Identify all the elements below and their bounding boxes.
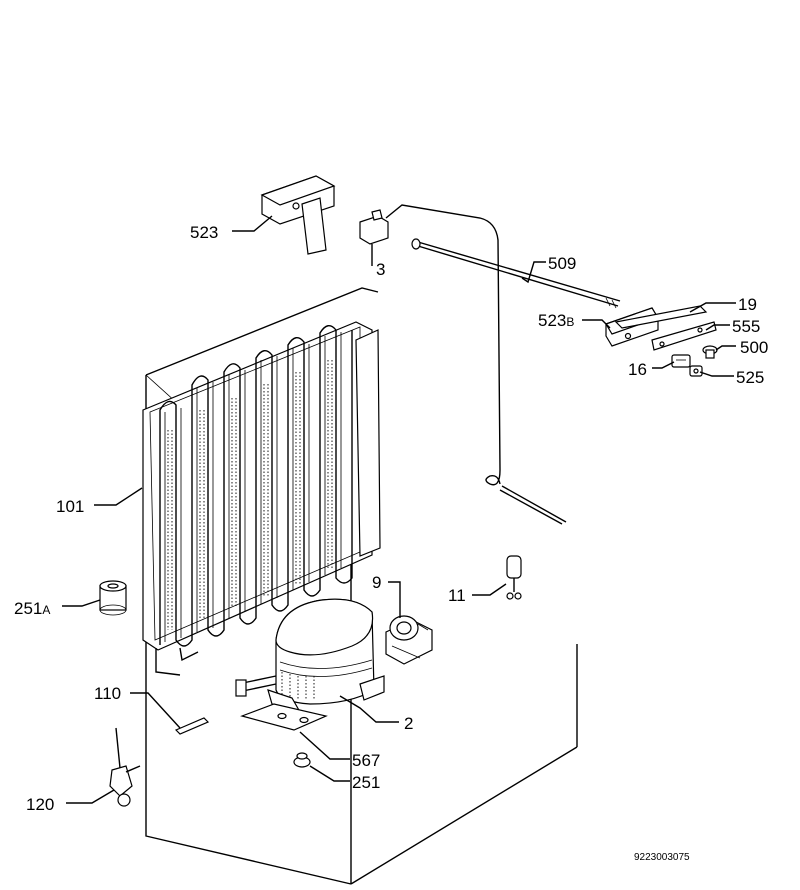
part-523b-bracket xyxy=(605,307,659,347)
callout-251a-suffix: A xyxy=(42,603,50,617)
callout-567: 567 xyxy=(352,751,380,770)
callout-500: 500 xyxy=(740,338,768,357)
callout-3: 3 xyxy=(376,260,385,279)
part-500-screw xyxy=(702,345,718,359)
part-251-grommet xyxy=(293,752,311,768)
callout-101: 101 xyxy=(56,497,84,516)
callout-523b-suffix: B xyxy=(566,315,574,329)
part-110-pin xyxy=(174,717,210,735)
callout-16: 16 xyxy=(628,360,647,379)
part-525-nut xyxy=(689,365,703,377)
callout-251a: 251A xyxy=(14,599,50,618)
part-16-clip xyxy=(671,354,691,368)
callout-251: 251 xyxy=(352,773,380,792)
part-555-strip xyxy=(651,321,717,351)
callout-555: 555 xyxy=(732,317,760,336)
drawing-reference-number: 9223003075 xyxy=(634,852,690,863)
callout-19: 19 xyxy=(738,295,757,314)
callout-11: 11 xyxy=(448,586,466,605)
part-19-plate xyxy=(614,305,708,329)
callout-523: 523 xyxy=(190,223,218,242)
part-11-plug xyxy=(506,555,522,600)
callout-2: 2 xyxy=(404,714,413,733)
callout-labels: 523 3 509 523B 19 555 500 16 525 101 251… xyxy=(14,223,768,814)
callout-110: 110 xyxy=(94,684,121,703)
part-3-thermostat xyxy=(359,204,567,525)
part-509-rod xyxy=(411,238,621,309)
leader-lines xyxy=(62,215,736,804)
part-2-compressor xyxy=(235,598,385,713)
callout-523b: 523B xyxy=(538,311,574,330)
callout-525: 525 xyxy=(736,368,764,387)
part-9-relay xyxy=(385,615,433,665)
part-251a-damper xyxy=(99,580,127,616)
callout-251a-number: 251 xyxy=(14,599,42,618)
callout-9: 9 xyxy=(372,573,381,592)
part-523-cover xyxy=(260,175,336,255)
part-567-base-plate xyxy=(240,703,328,731)
callout-509: 509 xyxy=(548,254,576,273)
callout-120: 120 xyxy=(26,795,54,814)
callout-523b-number: 523 xyxy=(538,311,566,330)
part-120-valve xyxy=(109,727,141,807)
condenser-coil xyxy=(142,321,381,676)
